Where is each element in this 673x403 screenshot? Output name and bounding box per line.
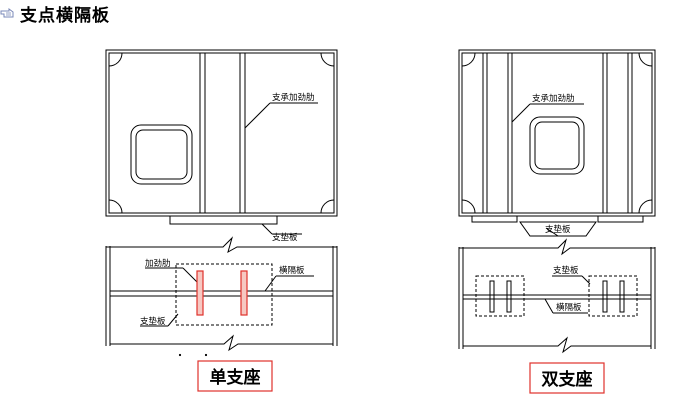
single-access-hole xyxy=(130,124,193,185)
double-pad-outline-right xyxy=(588,275,638,317)
single-stiffener-label: 支承加劲肋 xyxy=(272,92,315,103)
single-diaphragm-label: 横隔板 xyxy=(279,265,305,276)
page-heading: 支点横隔板 xyxy=(0,2,110,26)
double-elevation xyxy=(458,49,656,237)
double-pad-label-elevation: 支垫板 xyxy=(545,224,571,235)
single-pad-label-plan: 支垫板 xyxy=(140,316,166,327)
double-bearing-pad-left xyxy=(471,215,518,223)
pointing-hand-icon xyxy=(0,8,14,18)
single-rib-left xyxy=(196,270,204,316)
single-pad-outline xyxy=(175,263,273,326)
double-diaphragm-outline xyxy=(458,49,656,217)
double-access-hole xyxy=(529,116,585,175)
single-rib-right xyxy=(240,270,248,316)
single-bearing-pad xyxy=(169,215,278,225)
double-diaphragm-label: 横隔板 xyxy=(556,302,582,313)
double-caption-box xyxy=(529,362,605,394)
double-caption: 双支座 xyxy=(542,369,593,390)
double-pad-outline-left xyxy=(475,275,525,317)
single-diaphragm-outline xyxy=(105,49,338,217)
double-pad-label-plan: 支垫板 xyxy=(553,265,579,276)
single-elevation xyxy=(105,49,338,235)
single-plan xyxy=(105,236,338,352)
double-bearing-pad-right xyxy=(597,215,644,223)
single-rib-label: 加劲肋 xyxy=(145,258,171,269)
single-caption-box xyxy=(197,360,273,392)
double-stiffener-label: 支承加劲肋 xyxy=(532,93,575,104)
double-plan xyxy=(458,238,656,354)
single-pad-label-elevation: 支垫板 xyxy=(272,232,298,243)
single-caption: 单支座 xyxy=(210,367,261,388)
page-title: 支点横隔板 xyxy=(20,5,110,26)
